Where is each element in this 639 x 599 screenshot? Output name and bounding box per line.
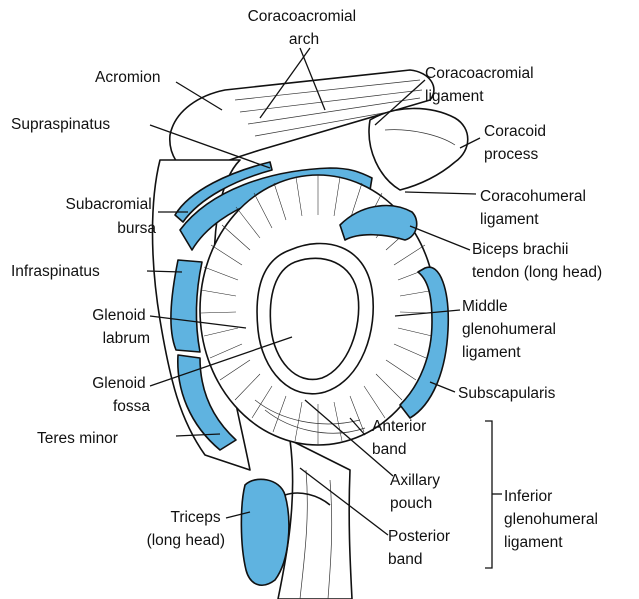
label-subscapularis: Subscapularis	[458, 385, 556, 402]
label-inferior-glenohumeral-ligament: Inferior glenohumeral ligament	[504, 488, 602, 551]
label-middle-glenohumeral-ligament: Middle glenohumeral ligament	[462, 298, 560, 361]
label-triceps: Triceps (long head)	[147, 509, 225, 549]
label-infraspinatus: Infraspinatus	[11, 263, 100, 280]
label-coracoid-process: Coracoid process	[484, 123, 550, 163]
label-coracohumeral-ligament: Coracohumeral ligament	[480, 188, 590, 228]
label-posterior-band: Posterior band	[388, 528, 454, 568]
label-acromion: Acromion	[95, 69, 160, 86]
label-glenoid-labrum: Glenoid labrum	[92, 307, 150, 347]
triceps-muscle	[241, 479, 289, 585]
coracoid-process-bone	[369, 108, 468, 190]
label-coracoacromial-ligament: Coracoacromial ligament	[425, 65, 538, 105]
label-supraspinatus: Supraspinatus	[11, 116, 110, 133]
label-coracoacromial-arch: Coracoacromial arch	[248, 8, 361, 48]
label-glenoid-fossa: Glenoid fossa	[92, 375, 150, 415]
label-anterior-band: Anterior band	[372, 418, 431, 458]
label-subacromial-bursa: Subacromial bursa	[66, 196, 157, 237]
label-biceps-brachii-tendon: Biceps brachii tendon (long head)	[472, 241, 602, 281]
label-axillary-pouch: Axillary pouch	[390, 472, 444, 512]
label-teres-minor: Teres minor	[37, 430, 118, 447]
